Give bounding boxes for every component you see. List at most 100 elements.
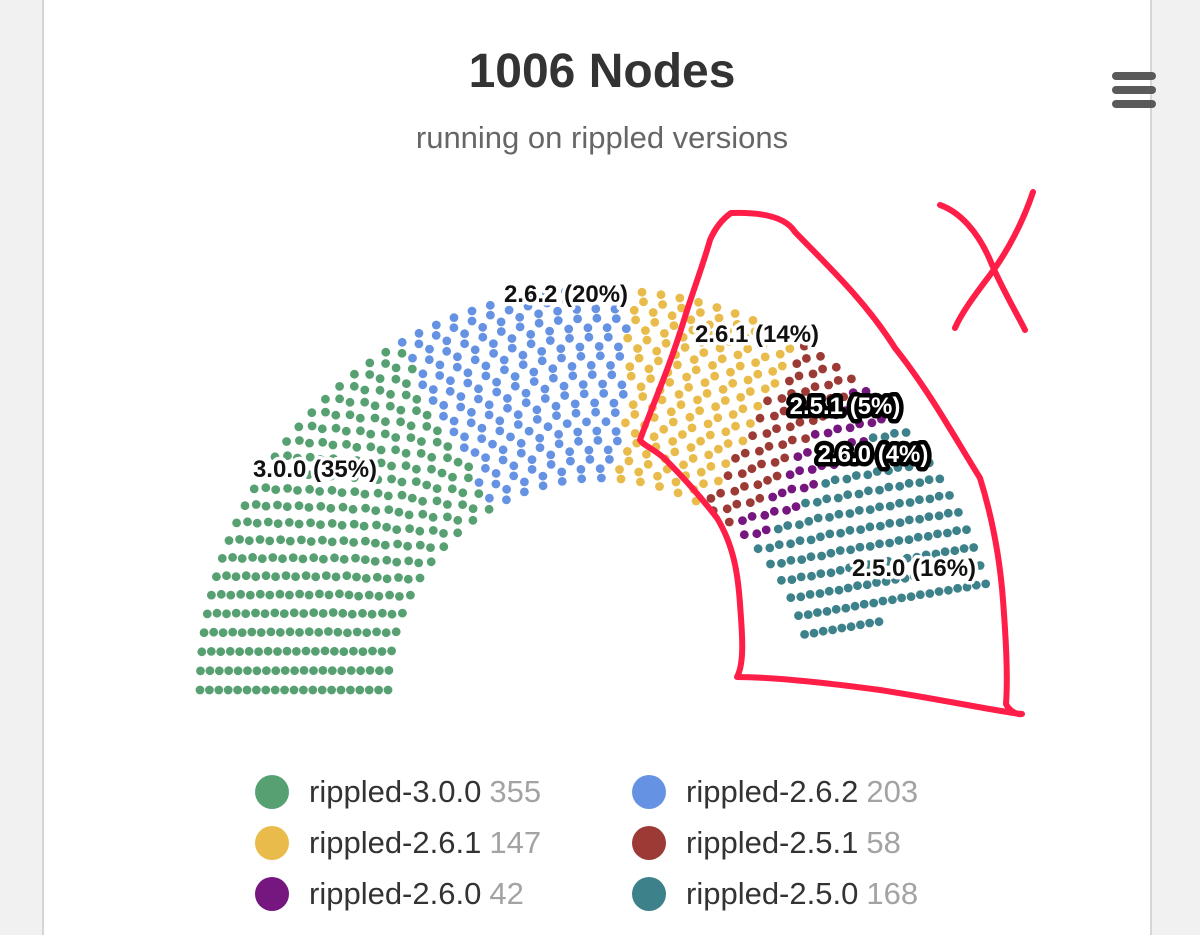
seat-dot <box>527 455 537 464</box>
seat-dot <box>821 479 831 488</box>
seat-dot <box>263 517 273 527</box>
seat-dot <box>562 419 572 428</box>
hamburger-menu-icon[interactable] <box>1108 70 1160 110</box>
seat-dot <box>654 356 663 366</box>
seat-dot <box>339 456 348 466</box>
seat-dot <box>809 628 819 638</box>
seat-dot <box>603 332 613 342</box>
seat-dot <box>309 553 319 563</box>
seat-dot <box>445 386 455 396</box>
seat-dot <box>688 325 698 335</box>
seat-dot <box>273 647 282 656</box>
seat-dot <box>833 376 843 385</box>
seat-dot <box>944 585 953 595</box>
seat-dot <box>607 370 617 380</box>
seat-dot <box>372 520 381 530</box>
seat-dot <box>537 356 547 366</box>
seat-dot <box>243 517 252 527</box>
seat-dot <box>689 355 699 364</box>
seat-dot <box>891 575 900 584</box>
seat-dot <box>324 627 333 636</box>
seat-dot <box>484 504 494 514</box>
legend-count: 168 <box>866 876 919 911</box>
seat-dot <box>774 540 784 549</box>
seat-dot <box>572 305 582 314</box>
seat-dot <box>855 419 864 429</box>
seat-dot <box>667 311 677 321</box>
seat-dot <box>921 550 931 560</box>
seat-dot <box>762 429 772 438</box>
seat-dot <box>685 412 695 422</box>
seat-dot <box>212 608 222 618</box>
seat-dot <box>442 336 452 346</box>
seat-dot <box>904 478 914 488</box>
seat-dot <box>766 559 775 569</box>
seat-dot <box>394 507 404 517</box>
seat-dot <box>847 438 856 447</box>
legend-label: rippled-3.0.0 <box>309 774 482 809</box>
seat-dot <box>360 397 370 407</box>
seat-dot <box>224 666 234 675</box>
seat-dot <box>777 558 786 568</box>
seat-dot <box>783 332 792 342</box>
seat-dot <box>793 404 803 414</box>
seat-dot <box>769 506 779 516</box>
seat-dot <box>824 586 834 596</box>
seat-dot <box>439 411 448 421</box>
seat-dot <box>415 526 425 536</box>
seat-dot <box>381 417 390 427</box>
seat-dot <box>815 446 825 456</box>
seat-dot <box>839 392 849 402</box>
seat-dot <box>428 396 438 405</box>
seat-dot <box>658 300 667 309</box>
seat-dot <box>532 405 542 415</box>
seat-dot <box>328 608 338 617</box>
seat-dot <box>254 647 263 656</box>
seat-dot <box>802 354 811 363</box>
seat-dot <box>376 445 386 455</box>
seat-dot <box>642 335 652 345</box>
seat-dot <box>542 289 551 298</box>
seat-dot <box>642 449 651 459</box>
seat-dot <box>426 557 436 567</box>
seat-dot <box>311 647 320 656</box>
seat-dot <box>540 384 550 394</box>
seat-dot <box>443 512 452 522</box>
handwritten-annotation <box>637 189 1036 718</box>
seat-dot <box>553 306 562 316</box>
seat-dot <box>872 467 882 476</box>
seat-dot <box>618 389 628 399</box>
seat-dot <box>660 329 669 338</box>
seat-dot <box>271 485 281 494</box>
seat-dot <box>715 343 725 353</box>
seat-dot <box>755 493 765 503</box>
seat-dot <box>575 342 585 352</box>
seat-dot <box>318 437 328 447</box>
seat-dot <box>266 627 276 637</box>
data-labels: 2.6.2 (20%)2.6.1 (14%)3.0.0 (35%)2.5.1 (… <box>249 278 979 586</box>
seat-dot <box>518 360 528 370</box>
seat-dot <box>382 555 392 565</box>
seat-dot <box>431 320 441 330</box>
seat-dot <box>355 413 365 423</box>
seat-dot <box>347 609 357 619</box>
seat-dot <box>372 572 382 582</box>
seat-dot <box>474 394 483 404</box>
seat-dot <box>779 406 789 416</box>
legend-dot-icon <box>632 877 666 911</box>
seat-dot <box>538 481 548 491</box>
seat-dot <box>380 429 390 439</box>
seat-dot <box>359 521 369 531</box>
seat-dot <box>865 618 874 628</box>
seat-dot <box>854 506 864 515</box>
seat-dot <box>875 485 884 495</box>
seat-dot <box>826 568 836 578</box>
seat-dot <box>826 393 835 403</box>
seat-dot <box>546 450 556 460</box>
